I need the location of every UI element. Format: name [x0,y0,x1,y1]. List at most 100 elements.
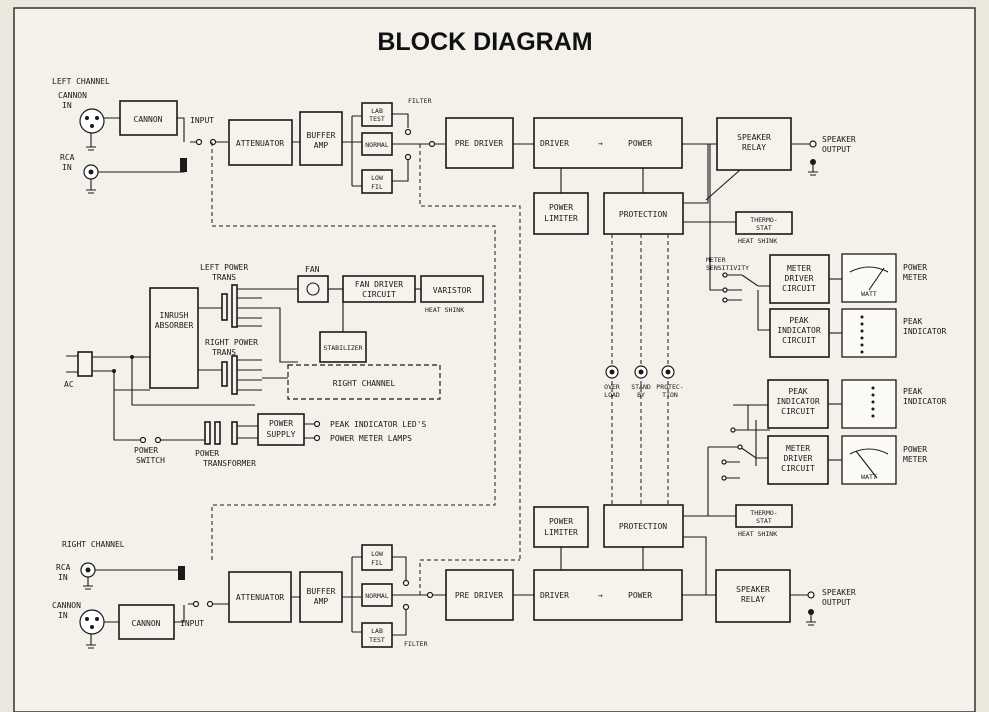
left-driver-label: DRIVER [540,139,569,148]
right-low-fil-label-2: FIL [371,559,383,567]
varistor-heat-sink-label: HEAT SHINK [425,306,464,314]
right-power-limiter-label-2: LIMITER [544,528,578,537]
left-normal-label: NORMAL [365,141,389,149]
right-cannon-block-label: CANNON [132,619,161,628]
right-speaker-output-label-2: OUTPUT [822,598,851,607]
stabilizer-label: STABILIZER [323,344,362,352]
right-peak-indicator-circuit-block [767,379,829,429]
left-thermostat-label-1: THERMO- [750,216,777,224]
varistor-label: VARISTOR [433,286,472,295]
right-watt-label: WATT [861,473,877,481]
right-filter-label: FILTER [404,640,428,648]
protection-indicator-label-2: TION [662,391,678,399]
right-lab-test-label-1: LAB [371,627,383,635]
left-peak-circuit-label-2: INDICATOR [777,326,821,335]
right-peak-indicator-label-2: INDICATOR [903,397,947,406]
right-buffer-amp-block [299,571,343,623]
right-channel-section: RIGHT CHANNEL RCA IN CANNON IN CANNON IN… [52,447,856,649]
right-lab-test-block [361,622,393,648]
right-input-label: INPUT [180,619,204,628]
left-cannon-in-label-1: CANNON [58,91,87,100]
right-attenuator-label: ATTENUATOR [236,593,284,602]
left-low-fil-label-2: FIL [371,183,383,191]
right-power-meter-label-2: METER [903,455,927,464]
left-power-meter-icon [841,253,897,303]
left-channel-section: LEFT CHANNEL CANNON IN RCA IN CANNON INP… [52,77,856,560]
svg-text:→: → [598,591,603,600]
right-power-trans-label-2: TRANS [212,348,236,357]
right-channel-heading: RIGHT CHANNEL [62,540,125,549]
right-power-limiter-block [533,506,589,548]
right-thermostat-label-1: THERMO- [750,509,777,517]
power-transformer-label-1: POWER [195,449,219,458]
right-lab-test-label-2: TEST [369,636,385,644]
power-transformer-icon [204,421,258,445]
right-meter-section: PEAK INDICATOR CIRCUIT PEAK INDICATOR ME… [708,379,947,485]
fan-label: FAN [305,265,320,274]
stand-by-label-2: BY [637,391,645,399]
meter-sensitivity-label-1: METER [706,256,726,264]
svg-text:→: → [598,139,603,148]
ac-label: AC [64,380,74,389]
left-cannon-block-label: CANNON [134,115,163,124]
power-switch-label-2: SWITCH [136,456,165,465]
left-meter-driver-label-2: DRIVER [785,274,814,283]
left-watt-label: WATT [861,290,877,298]
right-speaker-output-terminal-icon [807,591,815,599]
right-protection-block [603,504,684,548]
inrush-absorber-label-2: ABSORBER [155,321,194,330]
left-meter-section: METER SENSITIVITY METER DRIVER CIRCUIT W… [706,253,947,358]
varistor-block [420,275,484,303]
left-thermostat-block [735,211,793,235]
inrush-absorber-label-1: INRUSH [160,311,189,320]
left-speaker-relay-label-2: RELAY [742,143,766,152]
right-rca-in-label-1: RCA [56,563,71,572]
left-peak-indicator-label-2: INDICATOR [903,327,947,336]
left-power-trans-label-2: TRANS [212,273,236,282]
right-meter-driver-label-1: METER [786,444,810,453]
left-power-meter-label-1: POWER [903,263,927,272]
fan-driver-label-1: FAN DRIVER [355,280,403,289]
right-speaker-output-label-1: SPEAKER [822,588,856,597]
left-buffer-amp-block [299,111,343,166]
right-heat-sink-label: HEAT SHINK [738,530,777,538]
right-protection-label: PROTECTION [619,522,667,531]
right-power-trans-label-1: RIGHT POWER [205,338,258,347]
left-power-label: POWER [628,139,652,148]
stand-by-label-1: STAND [631,383,651,391]
over-load-label-1: OVER [604,383,620,391]
power-transformer-label-2: TRANSFORMER [203,459,256,468]
left-meter-sensitivity-switch [722,274,770,331]
left-filter-switch [392,113,445,182]
right-peak-indicator-icon [841,379,897,429]
right-power-limiter-label-1: POWER [549,517,573,526]
right-meter-driver-label-3: CIRCUIT [781,464,815,473]
protection-indicator-label-1: PROTEC- [656,383,683,391]
left-pre-driver-block [445,117,514,169]
left-speaker-output-terminal-icon [809,140,817,148]
inrush-absorber-block [149,287,199,389]
left-cannon-jack-icon [79,108,105,134]
left-meter-driver-label-3: CIRCUIT [782,284,816,293]
right-power-meter-label-1: POWER [903,445,927,454]
right-thermostat-label-2: STAT [756,517,772,525]
power-supply-label-2: SUPPLY [267,430,296,439]
left-cannon-in-label-2: IN [62,101,72,110]
left-attenuator-block [228,119,293,166]
left-rca-in-label-2: IN [62,163,72,172]
right-peak-circuit-label-2: INDICATOR [776,397,820,406]
left-thermostat-label-2: STAT [756,224,772,232]
power-section: AC POWER SWITCH INRUSH ABSORBER LEFT POW… [64,225,496,560]
left-driver-power-block [533,117,683,169]
right-cannon-in-label-1: CANNON [52,601,81,610]
left-low-fil-label-1: LOW [371,174,383,182]
right-filter-switch [392,556,446,636]
left-cannon-block [119,100,178,136]
right-pre-driver-block [445,569,514,621]
right-driver-label: DRIVER [540,591,569,600]
meter-sensitivity-label-2: SENSITIVITY [706,264,749,272]
right-buffer-amp-label-2: AMP [314,597,329,606]
left-power-trans-label-1: LEFT POWER [200,263,248,272]
left-power-transformer-icon [221,284,262,328]
left-buffer-amp-label-2: AMP [314,141,329,150]
